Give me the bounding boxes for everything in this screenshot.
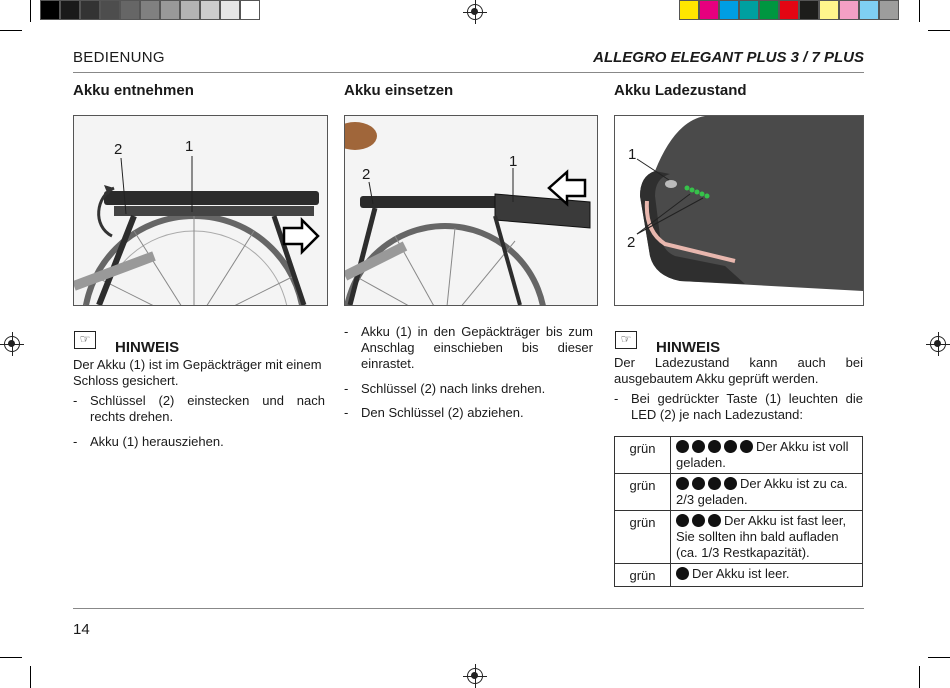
gray-swatch	[160, 0, 180, 20]
note-text: Der Akku (1) ist im Gepäckträger mit ein…	[73, 357, 322, 388]
gray-swatch	[140, 0, 160, 20]
registration-mark-icon	[0, 332, 24, 356]
led-dot-icon	[676, 440, 689, 453]
color-swatch	[739, 0, 759, 20]
model-title: ALLEGRO ELEGANT PLUS 3 / 7 PLUS	[593, 49, 864, 66]
led-dot-icon	[724, 477, 737, 490]
crop-mark	[928, 657, 950, 658]
grayscale-bar	[40, 0, 260, 22]
header-divider	[73, 72, 864, 73]
crop-mark	[30, 666, 31, 688]
page-number: 14	[73, 621, 90, 638]
crop-mark	[919, 0, 920, 22]
battery-charge-photo	[614, 115, 864, 306]
gray-swatch	[80, 0, 100, 20]
led-dot-icon	[708, 514, 721, 527]
gray-swatch	[200, 0, 220, 20]
color-swatch	[819, 0, 839, 20]
led-dot-icon	[692, 477, 705, 490]
led-dot-icon	[676, 477, 689, 490]
gray-swatch	[60, 0, 80, 20]
color-swatch	[719, 0, 739, 20]
led-dot-icon	[724, 440, 737, 453]
led-status-text: Der Akku ist zu ca. 2/3 geladen.	[676, 476, 848, 507]
registration-mark-icon	[463, 0, 487, 24]
insert-battery-photo	[344, 115, 598, 306]
note-title: HINWEIS	[656, 339, 721, 356]
color-swatch	[879, 0, 899, 20]
led-dot-icon	[708, 440, 721, 453]
led-status: Der Akku ist fast leer, Sie sollten ihn …	[670, 510, 863, 564]
insert-title: Akku einsetzen	[344, 82, 454, 99]
color-swatch	[699, 0, 719, 20]
callout-1: 1	[509, 153, 518, 170]
led-status-text: Der Akku ist voll geladen.	[676, 439, 849, 470]
crop-mark	[30, 0, 31, 22]
led-dot-icon	[676, 567, 689, 580]
list-item: -Schlüssel (2) nach links drehen.	[344, 381, 546, 396]
callout-2: 2	[362, 166, 371, 183]
color-bar	[679, 0, 899, 22]
color-swatch	[759, 0, 779, 20]
led-color: grün	[614, 510, 671, 564]
note-title: HINWEIS	[115, 339, 180, 356]
led-status-text: Der Akku ist leer.	[692, 566, 790, 581]
remove-title: Akku entnehmen	[73, 82, 194, 99]
hand-pointer-icon: ☞	[615, 331, 637, 349]
list-item: -Schlüssel (2) einstecken und nach recht…	[73, 393, 325, 424]
color-swatch	[839, 0, 859, 20]
crop-mark	[0, 657, 22, 658]
registration-mark-icon	[463, 664, 487, 688]
led-dot-icon	[708, 477, 721, 490]
led-status-text: Der Akku ist fast leer, Sie sollten ihn …	[676, 513, 847, 560]
led-dot-icon	[692, 440, 705, 453]
callout-1: 1	[628, 146, 637, 163]
led-status: Der Akku ist voll geladen.	[670, 436, 863, 474]
color-swatch	[779, 0, 799, 20]
led-status: Der Akku ist leer.	[670, 563, 863, 587]
color-swatch	[859, 0, 879, 20]
led-dot-icon	[692, 514, 705, 527]
list-item: -Akku (1) in den Gepäckträger bis zum An…	[344, 324, 593, 371]
led-color: grün	[614, 436, 671, 474]
gray-swatch	[180, 0, 200, 20]
callout-1: 1	[185, 138, 194, 155]
list-item: -Akku (1) herausziehen.	[73, 434, 224, 449]
charge-title: Akku Ladezustand	[614, 82, 747, 99]
gray-swatch	[240, 0, 260, 20]
hand-pointer-icon: ☞	[74, 331, 96, 349]
crop-mark	[928, 30, 950, 31]
crop-mark	[919, 666, 920, 688]
gray-swatch	[40, 0, 60, 20]
callout-2: 2	[114, 141, 123, 158]
led-dot-icon	[740, 440, 753, 453]
list-item: -Bei gedrückter Taste (1) leuchten die L…	[614, 391, 863, 422]
footer-divider	[73, 608, 864, 609]
led-color: grün	[614, 473, 671, 511]
gray-swatch	[100, 0, 120, 20]
list-item: -Den Schlüssel (2) abziehen.	[344, 405, 524, 420]
crop-mark	[0, 30, 22, 31]
led-color: grün	[614, 563, 671, 587]
gray-swatch	[220, 0, 240, 20]
registration-mark-icon	[926, 332, 950, 356]
note-text: Der Ladezustand kann auch bei ausgebaute…	[614, 355, 863, 386]
remove-battery-photo	[73, 115, 328, 306]
gray-swatch	[120, 0, 140, 20]
led-dot-icon	[676, 514, 689, 527]
callout-2: 2	[627, 234, 636, 251]
section-title: BEDIENUNG	[73, 49, 165, 66]
table-row: grün Der Akku ist leer.	[614, 563, 863, 587]
color-swatch	[799, 0, 819, 20]
led-status: Der Akku ist zu ca. 2/3 geladen.	[670, 473, 863, 511]
color-swatch	[679, 0, 699, 20]
